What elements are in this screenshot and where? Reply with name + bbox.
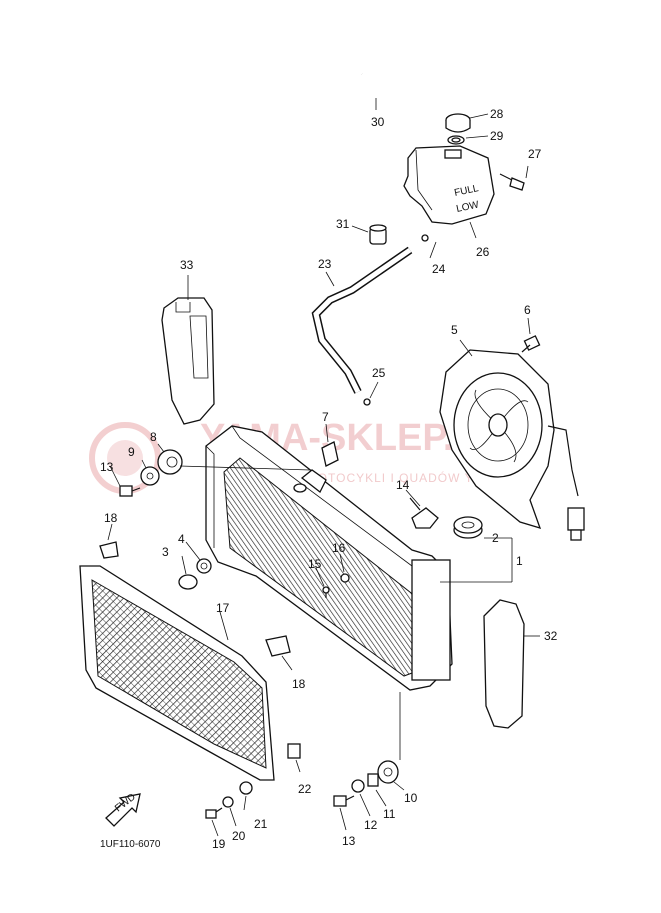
callout-14: 14 bbox=[396, 478, 410, 492]
damper-3 bbox=[178, 574, 198, 590]
radiator-guard bbox=[79, 565, 275, 781]
callout-21: 21 bbox=[254, 817, 268, 831]
reservoir-tank: FULL LOW bbox=[403, 145, 495, 242]
callout-32: 32 bbox=[544, 629, 558, 643]
washer-20 bbox=[222, 796, 234, 808]
bolt-19 bbox=[205, 807, 223, 819]
stay-18-upper bbox=[99, 541, 119, 559]
callouts: 30 28 29 27 31 24 26 23 33 6 5 25 7 8 9 … bbox=[100, 107, 558, 851]
callout-28: 28 bbox=[490, 107, 504, 121]
callout-4: 4 bbox=[178, 532, 185, 546]
callout-7: 7 bbox=[322, 410, 329, 424]
callout-23: 23 bbox=[318, 257, 332, 271]
collar-11 bbox=[367, 773, 379, 787]
stay-18-lower bbox=[265, 635, 291, 657]
callout-3: 3 bbox=[162, 545, 169, 559]
grommet-8 bbox=[157, 449, 183, 475]
bolt-6 bbox=[521, 335, 541, 353]
cover-32 bbox=[483, 599, 525, 729]
bracket-7 bbox=[321, 441, 339, 467]
radiator bbox=[205, 425, 453, 691]
callout-18-upper: 18 bbox=[104, 511, 118, 525]
callout-27: 27 bbox=[528, 147, 542, 161]
callout-13-upper: 13 bbox=[100, 460, 114, 474]
bracket-14 bbox=[409, 497, 439, 529]
callout-1: 1 bbox=[516, 554, 523, 568]
callout-33: 33 bbox=[180, 258, 194, 272]
bolt-15 bbox=[322, 586, 330, 598]
callout-31: 31 bbox=[336, 217, 350, 231]
callout-8: 8 bbox=[150, 430, 157, 444]
bolt-13-lower bbox=[333, 795, 355, 807]
fan-assembly bbox=[439, 349, 585, 541]
callout-24: 24 bbox=[432, 262, 446, 276]
leader-lines bbox=[107, 98, 540, 837]
tank-low-mark: LOW bbox=[455, 199, 480, 215]
callout-16: 16 bbox=[332, 541, 346, 555]
nut-22 bbox=[287, 743, 301, 759]
callout-9: 9 bbox=[128, 445, 135, 459]
collar-21 bbox=[239, 781, 253, 795]
tank-full-mark: FULL bbox=[453, 183, 480, 199]
reservoir-cap bbox=[445, 113, 471, 133]
collar-9 bbox=[140, 466, 160, 486]
radiator-cap bbox=[453, 516, 483, 539]
callout-22: 22 bbox=[298, 782, 312, 796]
callout-19: 19 bbox=[212, 837, 226, 851]
bolt-13-upper bbox=[119, 485, 141, 497]
collar-4 bbox=[196, 558, 212, 574]
callout-20: 20 bbox=[232, 829, 246, 843]
reservoir-gasket bbox=[447, 135, 465, 145]
hose-23 bbox=[311, 246, 413, 394]
damper-31 bbox=[369, 224, 387, 245]
washer-16 bbox=[340, 573, 350, 583]
callout-11: 11 bbox=[383, 807, 396, 821]
callout-26: 26 bbox=[476, 245, 490, 259]
grommet-10 bbox=[377, 760, 399, 784]
diagram-code: 1UF110-6070 bbox=[100, 839, 161, 850]
bolt-27 bbox=[499, 173, 525, 191]
callout-25: 25 bbox=[372, 366, 386, 380]
callout-18-lower: 18 bbox=[292, 677, 306, 691]
hose-30 bbox=[361, 72, 446, 147]
side-cover-33 bbox=[161, 297, 215, 425]
callout-2: 2 bbox=[492, 531, 499, 545]
callout-30: 30 bbox=[371, 115, 385, 129]
callout-6: 6 bbox=[524, 303, 531, 317]
callout-15: 15 bbox=[308, 557, 322, 571]
callout-12: 12 bbox=[364, 818, 378, 832]
callout-10: 10 bbox=[404, 791, 418, 805]
callout-29: 29 bbox=[490, 129, 504, 143]
callout-17: 17 bbox=[216, 601, 230, 615]
washer-12 bbox=[351, 779, 365, 793]
callout-5: 5 bbox=[451, 323, 458, 337]
callout-13-lower: 13 bbox=[342, 834, 356, 848]
forward-arrow-icon: FWD bbox=[105, 792, 141, 827]
